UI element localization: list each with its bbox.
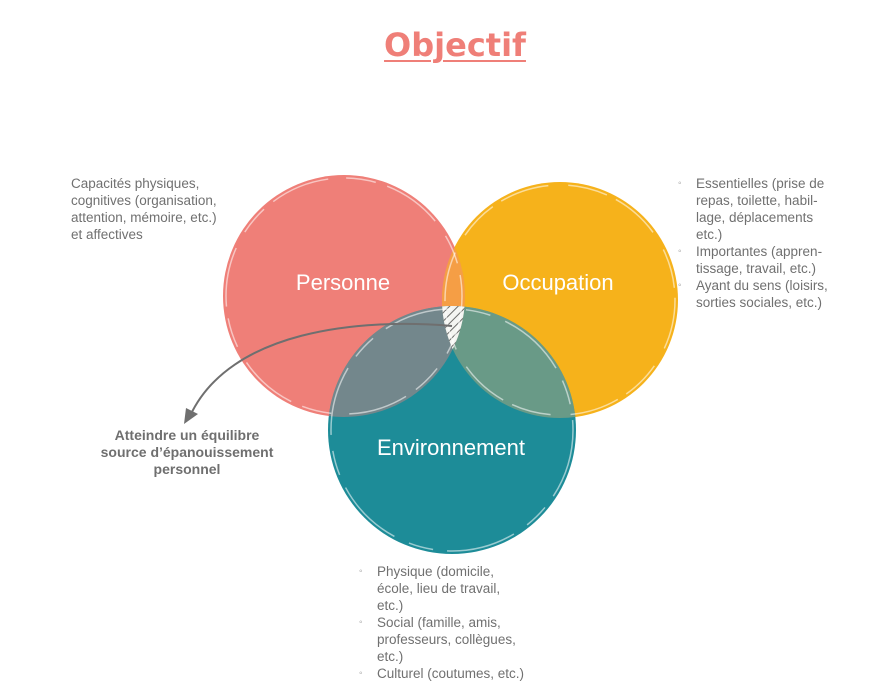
list-item: Importantes (appren- tissage, travail, e… <box>678 243 848 277</box>
list-item: Physique (domicile, école, lieu de trava… <box>359 563 559 614</box>
label-occupation: Occupation <box>502 270 613 295</box>
note-occupation: Essentielles (prise de repas, toilette, … <box>678 175 848 311</box>
label-environnement: Environnement <box>377 435 525 460</box>
list-item: Culturel (coutumes, etc.) <box>359 665 559 682</box>
goal-text: Atteindre un équilibre source d’épanouis… <box>100 427 274 477</box>
note-personne: Capacités physiques, cognitives (organis… <box>71 175 241 243</box>
list-item: Ayant du sens (loisirs, sorties sociales… <box>678 277 848 311</box>
page-title: Objectif <box>384 26 526 64</box>
overlap-personne-environnement <box>328 306 465 417</box>
list-item: Essentielles (prise de repas, toilette, … <box>678 175 848 243</box>
note-line: attention, mémoire, etc.) <box>71 210 217 225</box>
label-personne: Personne <box>296 270 390 295</box>
note-line: et affectives <box>71 227 143 242</box>
note-environnement: Physique (domicile, école, lieu de trava… <box>359 563 559 682</box>
list-item: Social (famille, amis, professeurs, coll… <box>359 614 559 665</box>
overlap-occupation-environnement <box>442 306 576 418</box>
note-line: cognitives (organisation, <box>71 193 217 208</box>
curved-arrow-icon <box>184 322 453 424</box>
note-line: Capacités physiques, <box>71 176 200 191</box>
